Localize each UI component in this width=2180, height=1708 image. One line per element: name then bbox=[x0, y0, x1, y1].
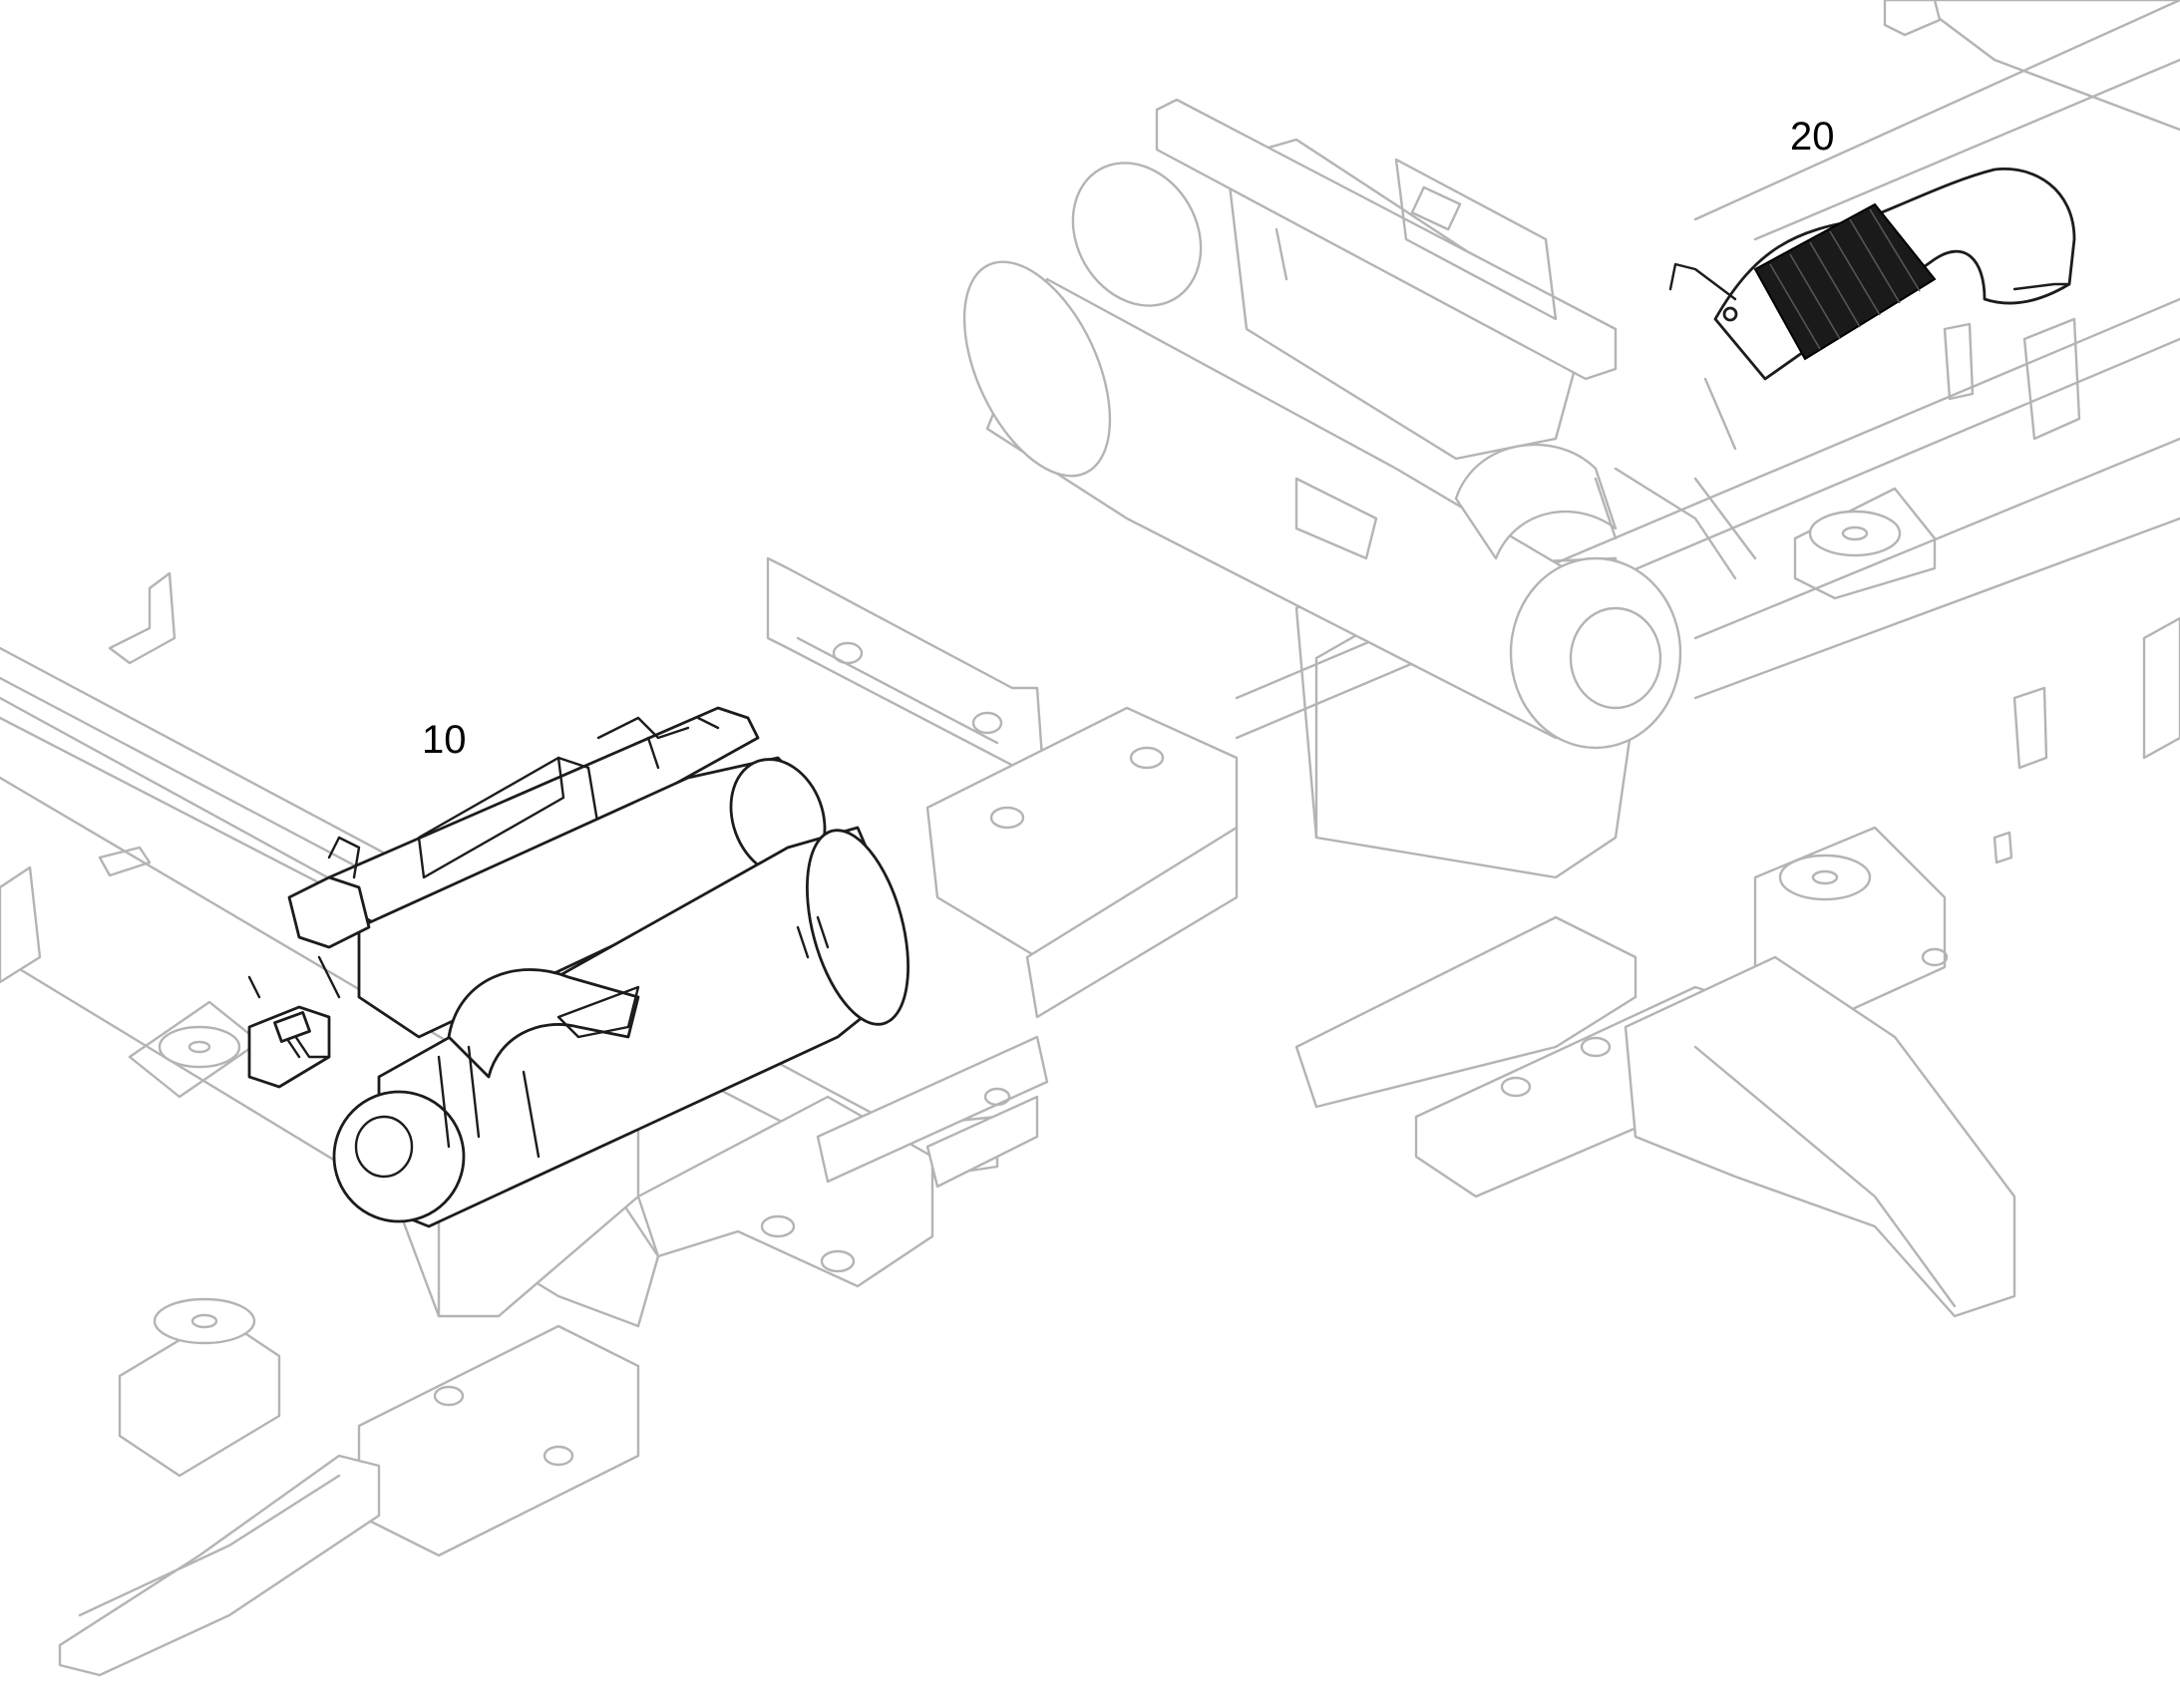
item-20-flex-hose bbox=[1668, 167, 2076, 381]
right-aftertreatment-assembly bbox=[962, 98, 1757, 750]
callout-label-20: 20 bbox=[1790, 115, 1835, 159]
item-10-aftertreatment-unit bbox=[247, 706, 909, 1228]
callout-label-10: 10 bbox=[422, 718, 467, 762]
hose-ribs bbox=[1769, 208, 1921, 350]
